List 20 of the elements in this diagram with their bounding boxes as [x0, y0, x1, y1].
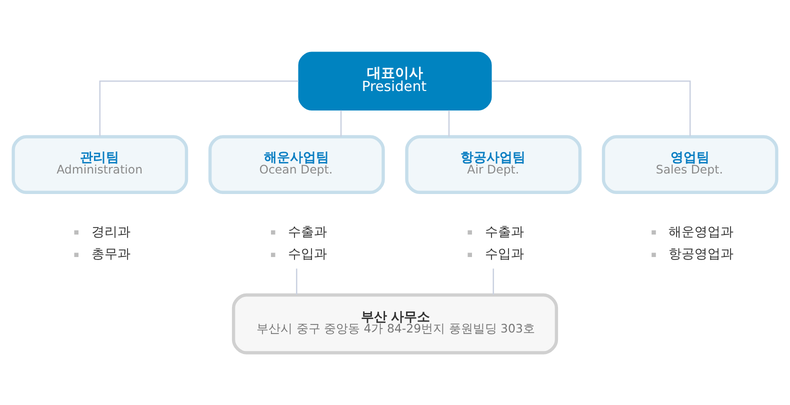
- node-label: 항공영업과: [668, 247, 734, 262]
- node-label: 수입과: [484, 247, 524, 262]
- node-box: 해운사업팀 Ocean Dept.: [208, 135, 385, 194]
- connector: [492, 268, 494, 295]
- node-box: 대표이사 President: [298, 52, 492, 111]
- node-label: 경리과: [91, 224, 130, 240]
- node-label: 수출과: [484, 224, 524, 240]
- node-box: 부산 사무소 부산시 중구 중앙동 4가 84-29번지 풍원빌딩 303호: [232, 293, 558, 354]
- node-label: 수입과: [288, 247, 328, 262]
- node-box: 영업팀 Sales Dept.: [602, 135, 778, 194]
- connector: [492, 80, 691, 136]
- node-label: 총무과: [91, 247, 130, 262]
- connector: [340, 110, 342, 137]
- connector: [99, 80, 298, 136]
- node-box: 항공사업팀 Air Dept.: [405, 135, 582, 194]
- node-label: 해운영업과: [668, 224, 734, 240]
- node-box: 관리팀 Administration: [12, 135, 188, 194]
- connector: [448, 110, 450, 137]
- node-label: 수출과: [288, 224, 328, 240]
- connector: [296, 268, 298, 295]
